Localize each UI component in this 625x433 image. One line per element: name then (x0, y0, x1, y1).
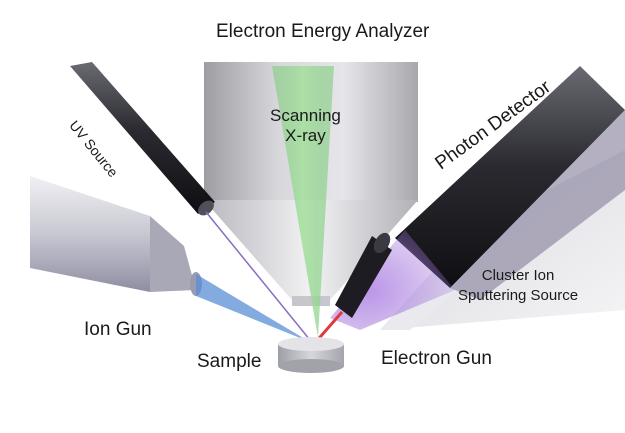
sample (278, 337, 344, 373)
electron-gun (335, 232, 392, 318)
uv-beam (205, 211, 311, 341)
label-cluster-line2: Sputtering Source (458, 287, 579, 304)
label-sample: Sample (197, 351, 262, 372)
label-cluster-line1: Cluster Ion (481, 267, 555, 284)
ion-gun (30, 176, 202, 296)
label-cluster-ion-source: Cluster Ion Sputtering Source (458, 266, 578, 306)
label-electron-energy-analyzer: Electron Energy Analyzer (216, 21, 430, 42)
ion-beam (196, 274, 310, 342)
label-scanning-xray: Scanning X-ray (270, 106, 341, 146)
photon-glow (330, 230, 455, 330)
uv-source (70, 62, 215, 216)
label-scanning-xray-line2: X-ray (285, 126, 326, 145)
photon-detector (395, 66, 625, 300)
label-electron-gun: Electron Gun (381, 348, 492, 369)
label-scanning-xray-line1: Scanning (270, 106, 341, 125)
xray-beam (272, 66, 334, 338)
label-ion-gun: Ion Gun (84, 319, 152, 340)
